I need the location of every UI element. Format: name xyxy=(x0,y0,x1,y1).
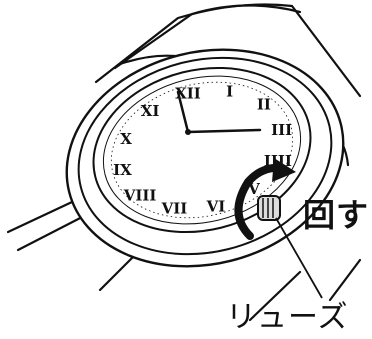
hand-pivot xyxy=(185,129,191,135)
upper-strap-inner xyxy=(113,4,302,70)
lower-strap xyxy=(6,200,74,234)
minute-hand xyxy=(176,90,190,134)
lower-strap-5 xyxy=(328,258,362,302)
dial-numeral: IX xyxy=(113,161,132,179)
dial-numeral: I xyxy=(226,82,233,100)
dial-numeral: VII xyxy=(161,200,188,218)
dial-numeral: III xyxy=(271,121,292,139)
rotation-arrow-icon xyxy=(234,158,296,240)
dial-numeral: II xyxy=(257,96,271,114)
dial-numeral: XII xyxy=(175,85,201,103)
dial-numeral: XI xyxy=(141,102,160,120)
crown-label: リューズ xyxy=(226,300,349,335)
lower-strap-2 xyxy=(16,212,90,252)
lower-strap-4 xyxy=(248,270,302,322)
lug-top xyxy=(118,54,177,66)
watch-dial-ring xyxy=(92,66,312,234)
crown xyxy=(257,195,281,221)
minute-track-inner xyxy=(110,81,294,219)
dial-numeral: X xyxy=(120,130,132,148)
dial-numeral: VIII xyxy=(123,186,157,204)
dial-numerals: XIIIIIIIIIIIIVVIVIIVIIIIXXXI xyxy=(113,82,292,217)
rotate-label: 回す xyxy=(303,196,370,234)
minute-track-outer xyxy=(102,75,302,225)
hour-hand xyxy=(186,128,262,134)
dial-numeral: VI xyxy=(206,197,226,215)
crown-leader-line xyxy=(275,217,323,299)
